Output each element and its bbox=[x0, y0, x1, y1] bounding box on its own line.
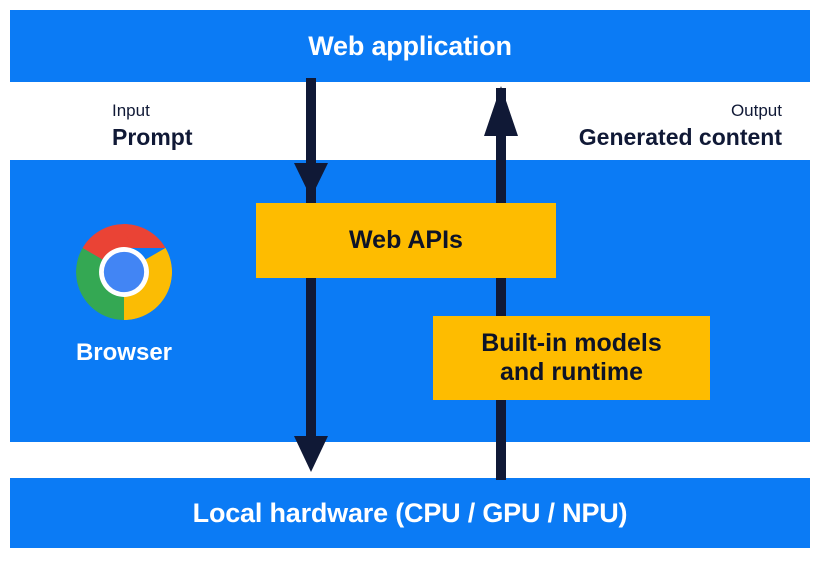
band-local-hardware-label: Local hardware (CPU / GPU / NPU) bbox=[192, 498, 628, 528]
flow-output-kicker: Output bbox=[730, 101, 782, 120]
band-web-application-label: Web application bbox=[308, 31, 512, 61]
chrome-logo bbox=[76, 224, 172, 320]
box-web-apis-label: Web APIs bbox=[349, 225, 463, 254]
flow-input-value: Prompt bbox=[112, 123, 193, 150]
arrow-up-output bbox=[484, 86, 518, 480]
box-builtin-models[interactable]: Built-in models and runtime bbox=[433, 316, 710, 400]
band-browser-label: Browser bbox=[75, 339, 173, 366]
flow-input-annotation: Input Prompt bbox=[112, 100, 193, 152]
box-web-apis[interactable]: Web APIs bbox=[256, 203, 556, 278]
flow-input-kicker: Input bbox=[112, 101, 150, 120]
box-builtin-models-line1: Built-in models bbox=[481, 328, 662, 357]
flow-output-annotation: Output Generated content bbox=[579, 100, 782, 152]
band-web-application: Web application bbox=[10, 10, 810, 82]
band-local-hardware: Local hardware (CPU / GPU / NPU) bbox=[10, 478, 810, 548]
flow-output-value: Generated content bbox=[578, 123, 782, 150]
box-builtin-models-line2: and runtime bbox=[499, 358, 644, 386]
